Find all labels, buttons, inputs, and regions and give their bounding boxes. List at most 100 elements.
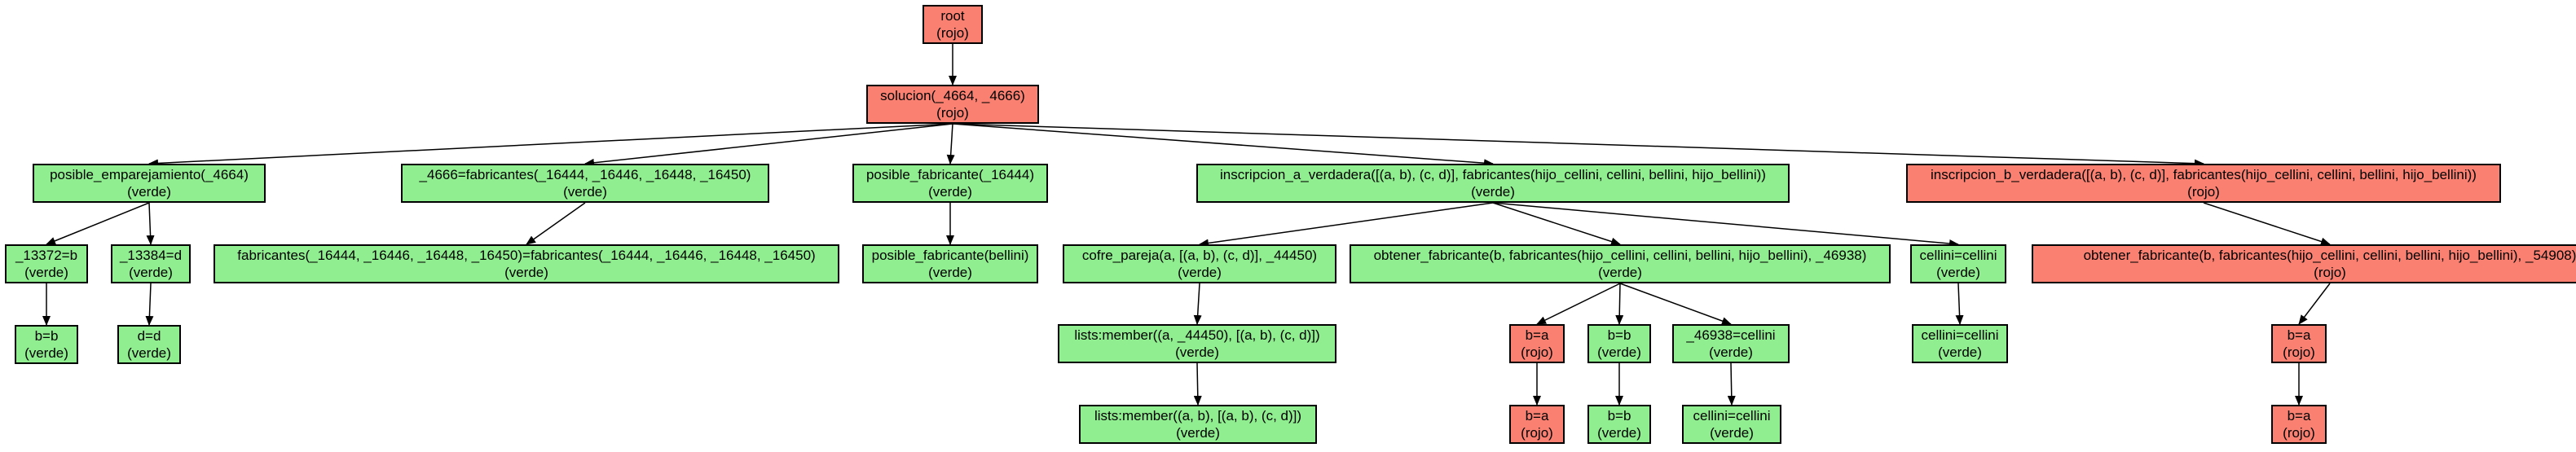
- node-status: (verde): [1709, 344, 1753, 360]
- node-status: (verde): [129, 265, 173, 280]
- node-status: (rojo): [2314, 265, 2346, 280]
- tree-edge: [145, 283, 154, 326]
- node-label: b=a: [2287, 408, 2311, 423]
- tree-edge: [1619, 283, 1732, 325]
- node-status: (rojo): [1521, 344, 1553, 360]
- tree-node: solucion(_4664, _4666) (rojo): [866, 85, 1039, 124]
- tree-node: _13384=d (verde): [111, 244, 191, 283]
- tree-edge: [1193, 283, 1202, 325]
- node-label: inscripcion_b_verdadera([(a, b), (c, d)]…: [1931, 167, 2477, 182]
- tree-node: b=b (verde): [1587, 405, 1651, 444]
- tree-edge: [1193, 362, 1202, 406]
- tree-node: b=a (rojo): [2271, 405, 2327, 444]
- node-status: (verde): [1936, 265, 1980, 280]
- node-label: posible_fabricante(_16444): [865, 167, 1035, 182]
- tree-edge: [1955, 283, 1964, 325]
- tree-edge: [946, 123, 955, 165]
- node-label: _46938=cellini: [1686, 327, 1776, 343]
- tree-edge: [1492, 202, 1621, 246]
- tree-node: b=b(verde): [15, 325, 78, 364]
- node-status: (rojo): [2187, 184, 2220, 200]
- tree-node: inscripcion_a_verdadera([(a, b), (c, d)]…: [1196, 164, 1790, 203]
- tree-edge: [584, 123, 953, 167]
- node-label: posible_fabricante(bellini): [871, 248, 1029, 263]
- tree-edge: [2298, 283, 2331, 325]
- node-status: (verde): [1597, 425, 1641, 441]
- node-label: b=b: [34, 328, 59, 344]
- node-status: (verde): [1176, 425, 1220, 441]
- node-status: (rojo): [936, 25, 969, 41]
- tree-edge: [952, 123, 2204, 168]
- node-status: (verde): [928, 265, 972, 280]
- node-status: (verde): [24, 265, 68, 280]
- node-status: (verde): [127, 345, 171, 361]
- node-status: (verde): [1938, 344, 1982, 360]
- node-label: cofre_pareja(a, [(a, b), (c, d)], _44450…: [1081, 248, 1318, 263]
- node-status: (verde): [1178, 265, 1222, 280]
- tree-edge: [526, 202, 586, 245]
- tree-node: _13372=b (verde): [5, 244, 88, 283]
- tree-node: b=a(rojo): [2271, 324, 2327, 363]
- tree-node: cellini=cellini (verde): [1910, 244, 2006, 283]
- node-status: (verde): [24, 345, 68, 361]
- node-status: (verde): [1710, 425, 1754, 441]
- node-label: lists:member((a, b), [(a, b), (c, d)]): [1094, 408, 1302, 423]
- tree-node: obtener_fabricante(b, fabricantes(hijo_c…: [1350, 244, 1891, 283]
- tree-node: cofre_pareja(a, [(a, b), (c, d)], _44450…: [1063, 244, 1336, 283]
- node-status: (verde): [928, 184, 972, 200]
- node-label: obtener_fabricante(b, fabricantes(hijo_c…: [1373, 248, 1867, 263]
- tree-node: b=b(verde): [1587, 324, 1651, 363]
- tree-node: _46938=cellini(verde): [1672, 324, 1790, 363]
- tree-node: _4666=fabricantes(_16444, _16446, _16448…: [401, 164, 769, 203]
- tree-node: posible_fabricante(_16444) (verde): [852, 164, 1048, 203]
- node-status: (verde): [563, 184, 607, 200]
- node-status: (verde): [1598, 265, 1642, 280]
- node-status: (verde): [127, 184, 171, 200]
- node-label: _4666=fabricantes(_16444, _16446, _16448…: [419, 167, 751, 182]
- node-status: (rojo): [1521, 425, 1553, 441]
- tree-node: lists:member((a, b), [(a, b), (c, d)]) (v…: [1079, 405, 1317, 444]
- node-status: (verde): [1471, 184, 1515, 200]
- tree-node: root(rojo): [923, 5, 983, 44]
- node-label: posible_emparejamiento(_4664): [50, 167, 249, 182]
- tree-node: d=d(verde): [117, 325, 181, 364]
- node-label: d=d: [137, 328, 161, 344]
- tree-node: cellini=cellini(verde): [1912, 324, 2008, 363]
- tree-node: fabricantes(_16444, _16446, _16448, _164…: [214, 244, 839, 283]
- node-label: cellini=cellini: [1921, 327, 1999, 343]
- tree-node: b=a(rojo): [1509, 324, 1565, 363]
- node-label: _13384=d: [119, 248, 183, 263]
- node-label: cellini=cellini: [1693, 408, 1771, 423]
- tree-node: cellini=cellini (verde): [1682, 405, 1781, 444]
- tree-node: inscripcion_b_verdadera([(a, b), (c, d)]…: [1906, 164, 2501, 203]
- tree-edge: [2203, 202, 2331, 246]
- tree-edge: [1199, 202, 1494, 248]
- node-label: b=b: [1607, 408, 1631, 423]
- node-label: b=b: [1607, 327, 1631, 343]
- node-label: root: [940, 8, 965, 24]
- node-status: (verde): [1597, 344, 1641, 360]
- node-label: cellini=cellini: [1919, 248, 1997, 263]
- tree-node: b=a (rojo): [1509, 405, 1565, 444]
- tree-edge: [146, 202, 155, 245]
- tree-edge: [952, 123, 1494, 168]
- tree-edge: [1536, 283, 1621, 325]
- node-label: _13372=b: [15, 248, 78, 263]
- node-label: b=a: [1525, 327, 1549, 343]
- tree-edge: [46, 202, 150, 245]
- node-label: solucion(_4664, _4666): [880, 88, 1025, 103]
- node-status: (rojo): [936, 105, 969, 121]
- node-label: fabricantes(_16444, _16446, _16448, _164…: [237, 248, 816, 263]
- node-status: (rojo): [2283, 425, 2315, 441]
- node-label: b=a: [1525, 408, 1549, 423]
- node-status: (rojo): [2283, 344, 2315, 360]
- node-label: b=a: [2287, 327, 2311, 343]
- tree-node: posible_emparejamiento(_4664) (verde): [33, 164, 266, 203]
- tree-node: posible_fabricante(bellini) (verde): [862, 244, 1038, 283]
- tree-node: lists:member((a, _44450), [(a, b), (c, d…: [1058, 324, 1336, 363]
- node-label: obtener_fabricante(b, fabricantes(hijo_c…: [2083, 248, 2576, 263]
- node-label: lists:member((a, _44450), [(a, b), (c, d…: [1074, 327, 1320, 343]
- tree-node: obtener_fabricante(b, fabricantes(hijo_c…: [2032, 244, 2576, 283]
